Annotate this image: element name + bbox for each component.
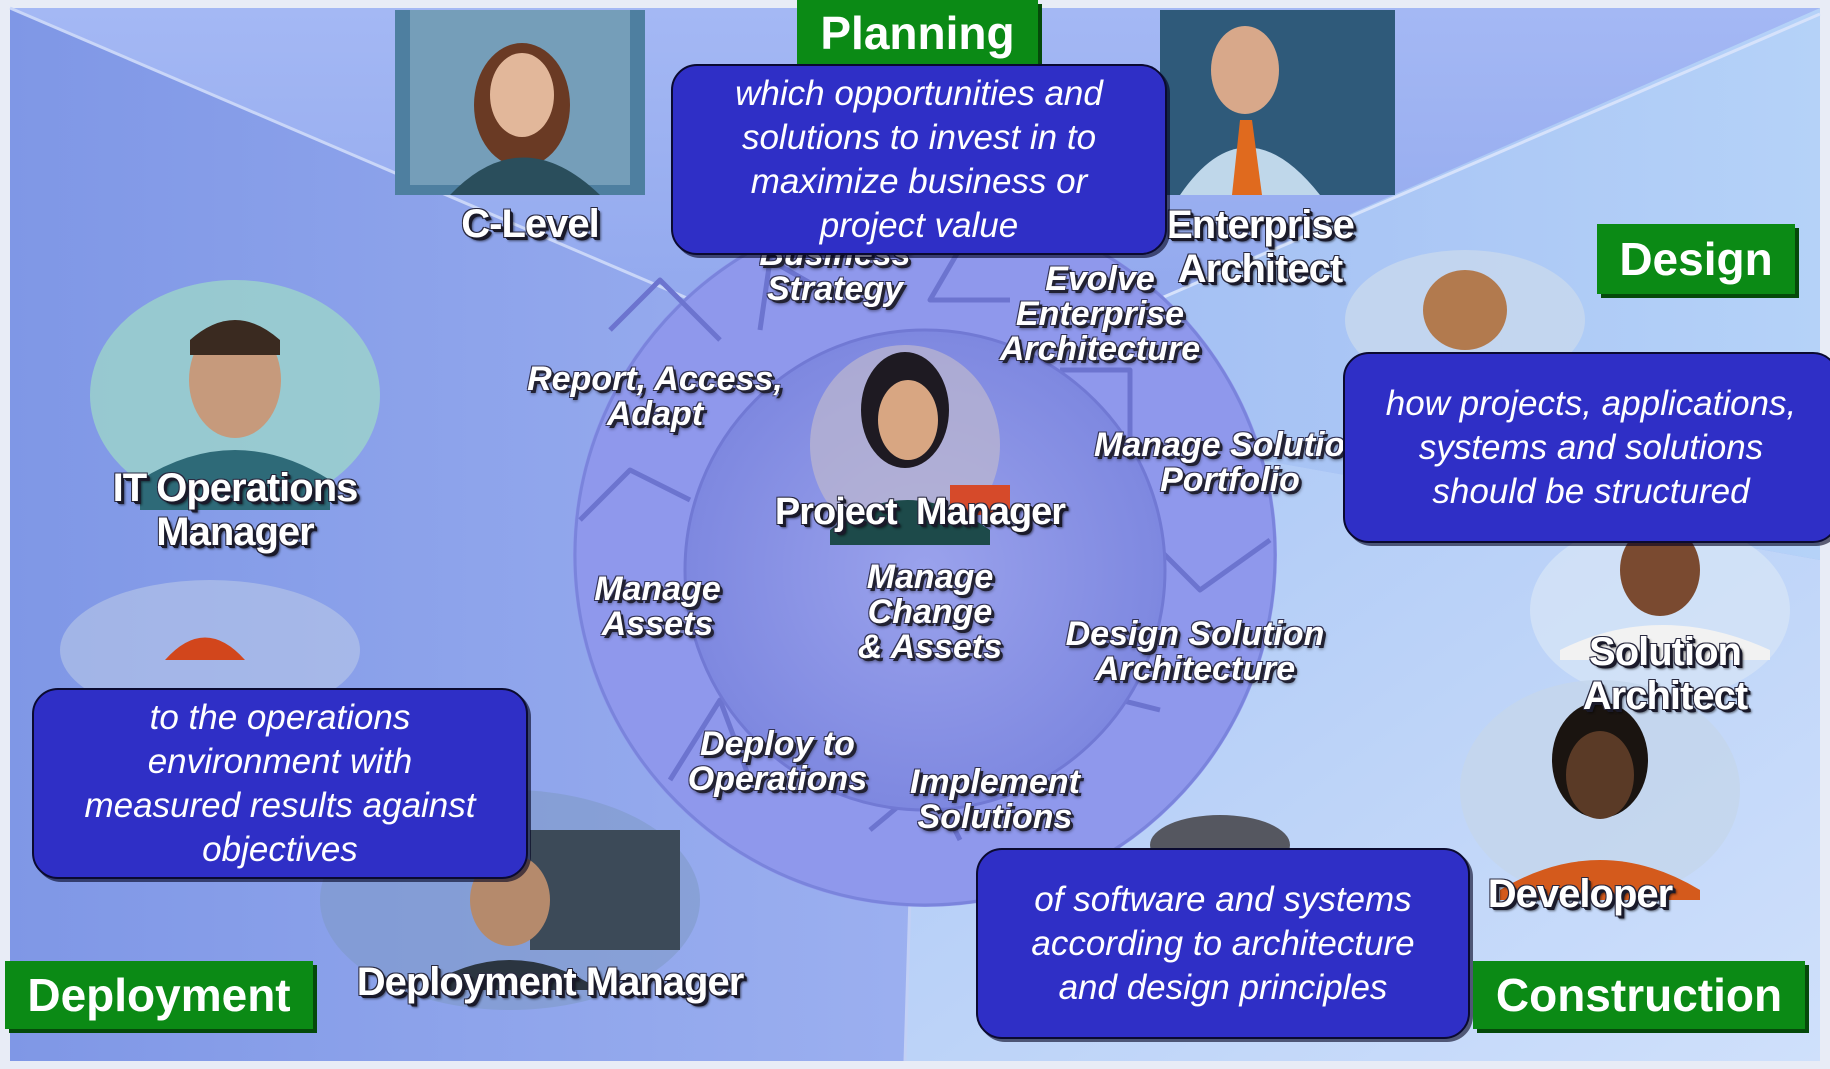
step-evolve-enterprise-architecture: Evolve Enterprise Architecture [999, 260, 1201, 368]
step-manage-assets: Manage Assets [594, 570, 721, 643]
deployment-worker-photo [60, 580, 360, 720]
step-design-solution-architecture: Design Solution Architecture [1065, 615, 1325, 688]
phase-construction: Construction [1473, 961, 1805, 1029]
role-project-manager: Project Manager [774, 491, 1066, 533]
phase-deployment: Deployment [5, 961, 313, 1029]
step-implement-solutions: Implement Solutions [909, 763, 1081, 836]
c-level-photo [395, 10, 645, 195]
callout-deployment: to the operations environment with measu… [32, 688, 528, 879]
role-solution-architect: Solution Architect [1582, 630, 1748, 718]
phase-design: Design [1597, 224, 1795, 294]
step-deploy-to-operations: Deploy to Operations [687, 725, 868, 798]
project-manager-photo [810, 345, 1010, 545]
callout-construction: of software and systems according to arc… [976, 848, 1470, 1039]
step-report-access-adapt: Report, Access, Adapt [527, 360, 783, 433]
callout-planning: which opportunities and solutions to inv… [671, 64, 1167, 255]
role-c-level: C-Level [461, 202, 600, 246]
solution-architect-photo [1530, 520, 1790, 700]
role-developer: Developer [1487, 872, 1673, 916]
it-operations-manager-photo [90, 280, 380, 510]
cycle-core [685, 330, 1165, 810]
step-manage-solution-portfolio: Manage Solution Portfolio [1094, 426, 1366, 499]
developer-photo [1460, 680, 1740, 900]
enterprise-architect-photo [1160, 10, 1395, 195]
phase-planning: Planning [797, 0, 1038, 66]
role-deployment-manager: Deployment Manager [356, 960, 745, 1004]
role-enterprise-architect: Enterprise Architect [1166, 203, 1355, 291]
step-manage-change-assets: Manage Change & Assets [857, 558, 1003, 666]
callout-design: how projects, applications, systems and … [1343, 352, 1830, 543]
role-it-operations-manager: IT Operations Manager [112, 466, 359, 554]
